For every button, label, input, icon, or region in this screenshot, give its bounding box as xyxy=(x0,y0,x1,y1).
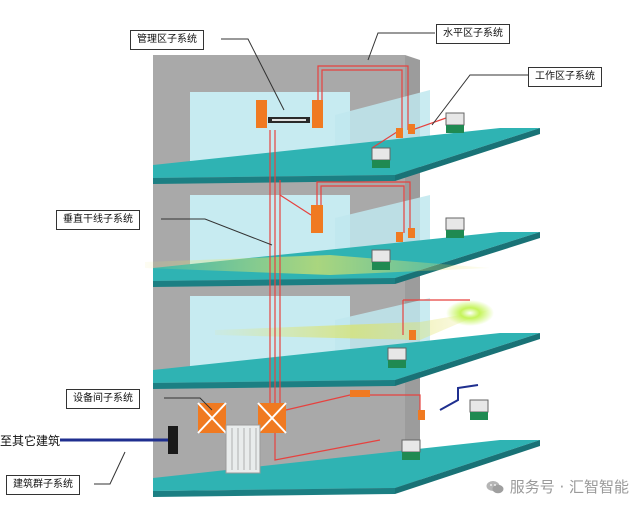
workstation xyxy=(387,347,407,368)
admin-patch-panel-right xyxy=(312,100,323,128)
vertical-backbone-cable xyxy=(269,130,281,415)
label-work-area-subsystem: 工作区子系统 xyxy=(528,67,602,87)
label-admin-subsystem: 管理区子系统 xyxy=(130,30,204,50)
light-beam-floor-3 xyxy=(145,255,490,275)
outlet-floor-4b xyxy=(408,124,415,134)
equipment-rack-right xyxy=(257,402,287,434)
label-horizontal-subsystem: 水平区子系统 xyxy=(436,24,510,44)
label-campus-subsystem: 建筑群子系统 xyxy=(6,475,80,495)
outlet-floor-4a xyxy=(396,128,403,138)
floor-1-blue-cable xyxy=(439,384,479,411)
equipment-rack-left xyxy=(197,402,227,434)
leader-lines xyxy=(94,32,528,485)
label-to-other-buildings: 至其它建筑 xyxy=(0,434,61,448)
workstation xyxy=(371,249,391,270)
floor-slab-1 xyxy=(153,440,540,497)
label-equipment-subsystem: 设备间子系统 xyxy=(66,389,140,409)
admin-patch-panel-left xyxy=(256,100,267,128)
watermark-text: 服务号 · 汇智智能 xyxy=(509,478,629,496)
horizontal-cables-floor-1 xyxy=(274,394,421,461)
horizontal-cables-floor-4 xyxy=(317,65,447,149)
light-beam-floor-2 xyxy=(215,310,490,340)
server-rack xyxy=(225,424,261,474)
horizontal-cables-floor-3 xyxy=(279,181,411,233)
light-glow xyxy=(446,300,494,326)
outlet-floor-3b xyxy=(408,228,415,238)
label-vertical-subsystem: 垂直干线子系统 xyxy=(56,210,140,230)
horizontal-cables-floor-2 xyxy=(402,299,470,335)
floor-1-junction xyxy=(350,390,370,397)
workstation xyxy=(371,147,391,168)
wechat-icon xyxy=(486,480,504,493)
outlet-floor-3a xyxy=(396,232,403,242)
outlet-floor-2 xyxy=(409,330,416,340)
campus-entry-panel xyxy=(168,426,178,454)
outlet-floor-1 xyxy=(418,410,425,420)
watermark: 服务号 · 汇智智能 xyxy=(486,476,629,497)
workstation xyxy=(401,439,421,460)
workstation xyxy=(445,217,465,238)
workstation xyxy=(445,112,465,133)
floor-slab-2 xyxy=(153,333,540,389)
workstation xyxy=(469,399,489,420)
floor-3-panel xyxy=(311,205,323,233)
